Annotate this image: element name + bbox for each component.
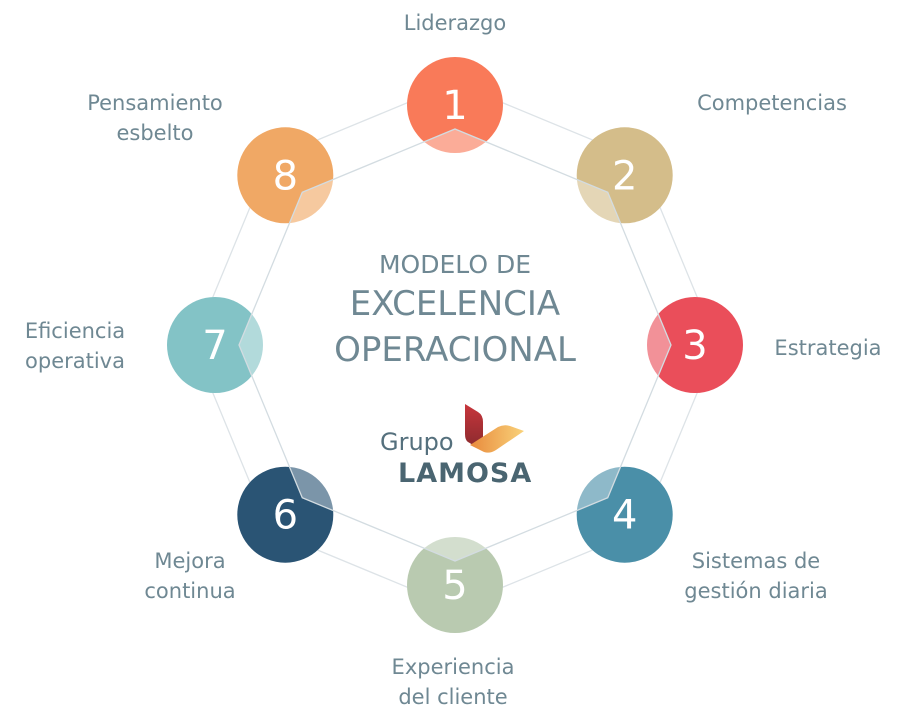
step-circle-4 [576,466,673,563]
grupo-lamosa-logo: Grupo LAMOSA [378,400,538,495]
title-line-1: MODELO DE [378,250,531,279]
step-number-3: 3 [682,323,707,369]
step-circle-6 [237,466,334,563]
step-number-8: 8 [273,153,298,199]
step-label-8: Pensamiento esbelto [87,91,223,145]
step-number-2: 2 [612,153,637,199]
logo-word-grupo: Grupo [380,428,454,456]
step-number-4: 4 [612,493,637,539]
logo-word-lamosa: LAMOSA [398,458,533,489]
step-circle-3 [647,297,743,393]
step-number-1: 1 [442,83,467,129]
step-label-2: Competencias [697,91,847,115]
step-circle-7 [167,297,263,393]
step-circle-8 [237,127,334,224]
step-number-6: 6 [273,493,298,539]
step-label-5: Experiencia del cliente [391,655,515,709]
inner-octagon [238,128,672,562]
step-label-6: Mejora continua [144,549,236,603]
title-line-2: EXCELENCIA [349,284,561,324]
step-number-5: 5 [442,563,467,609]
step-number-7: 7 [202,323,227,369]
step-circle-5 [407,537,503,633]
step-label-4: Sistemas de gestión diaria [684,549,828,603]
step-circle-2 [576,127,673,224]
step-circle-1 [407,57,503,153]
step-label-7: Eficiencia operativa [24,319,126,373]
step-label-1: Liderazgo [403,11,507,35]
title-line-3: OPERACIONAL [334,330,576,370]
lamosa-leaf-icon [465,404,524,453]
step-label-3: Estrategia [774,336,882,360]
